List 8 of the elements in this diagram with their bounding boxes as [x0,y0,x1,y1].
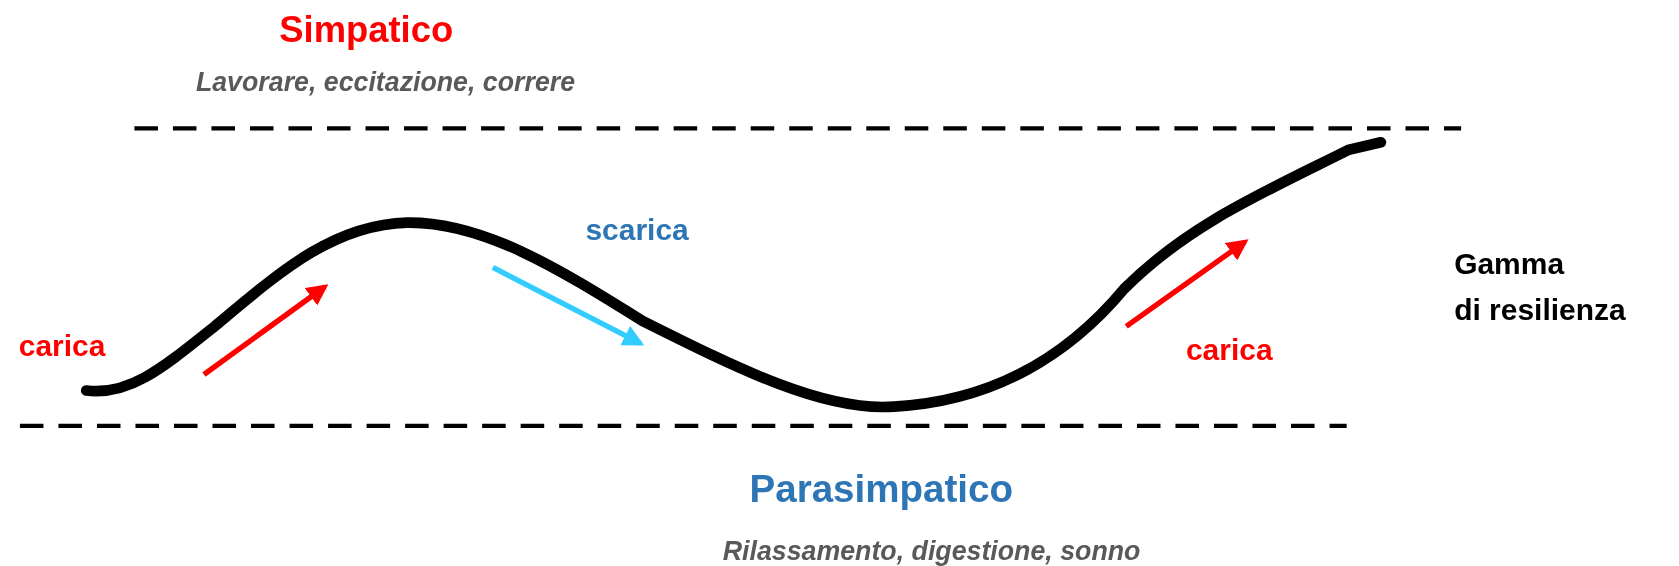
description-text: Lavorare, eccitazione, correre [195,66,576,99]
section-heading: Simpatico [279,8,454,52]
description-text: Rilassamento, digestione, sonno [722,535,1141,566]
section-heading: Parasimpatico [749,466,1013,513]
range-label: Gamma di resilienza [1454,245,1626,328]
curve-label: carica [18,327,106,364]
curve-label: carica [1185,332,1273,369]
curve-label: scarica [585,212,689,249]
